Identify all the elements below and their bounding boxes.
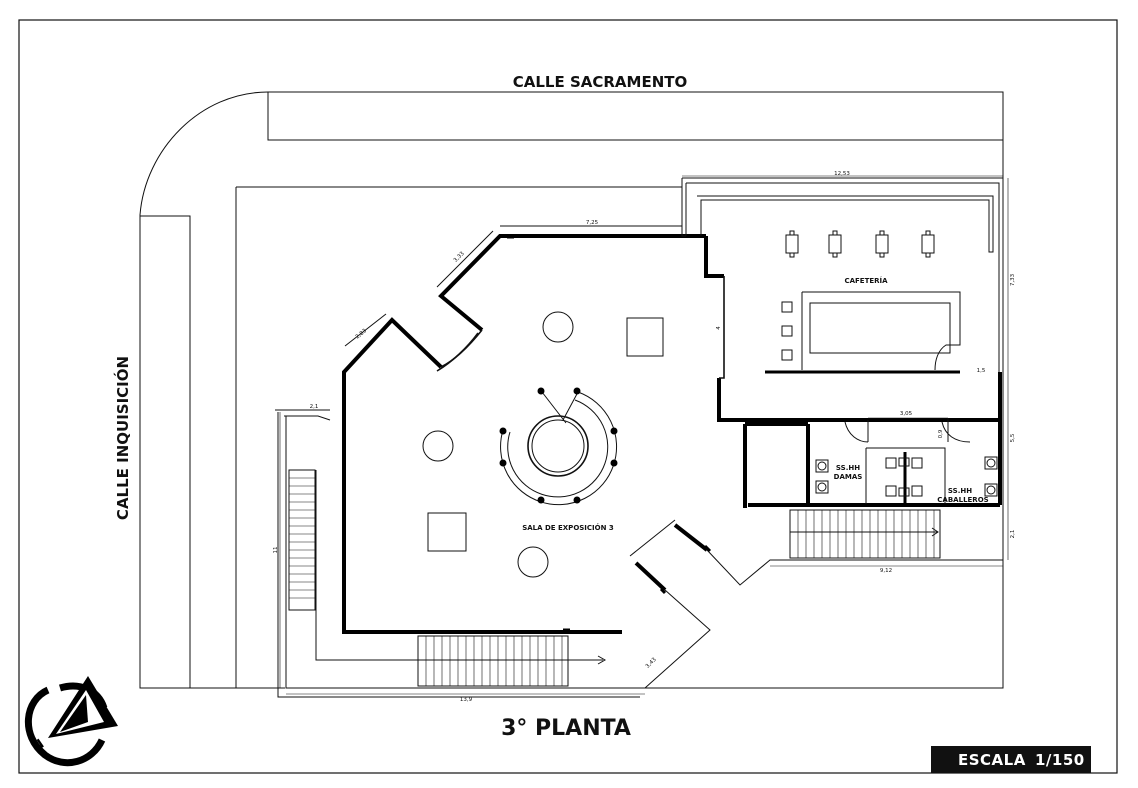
room-label-men-1: SS.HH bbox=[948, 487, 972, 495]
dim-right-upper: 7,33 bbox=[1010, 273, 1016, 286]
dim-inner-wall: 4 bbox=[716, 326, 722, 330]
dim-right-mid: 5,5 bbox=[1010, 433, 1016, 442]
dim-door-small: 0,9 bbox=[938, 429, 944, 438]
dimension-lines bbox=[279, 175, 1009, 695]
room-label-women-2: DAMAS bbox=[834, 473, 863, 481]
site-outline bbox=[139, 91, 1004, 689]
street-label-west: CALLE INQUISICIÓN bbox=[113, 356, 132, 520]
dim-diag-bottom: 3,43 bbox=[645, 656, 658, 669]
stair-west bbox=[288, 469, 607, 665]
stair-east bbox=[789, 509, 941, 559]
dim-top-total: 12,53 bbox=[834, 171, 850, 177]
exhibition-elements bbox=[422, 235, 712, 632]
dim-corridor: 3,05 bbox=[900, 411, 913, 417]
room-label-exhibition: SALA DE EXPOSICIÓN 3 bbox=[522, 523, 614, 532]
cafeteria-furniture bbox=[765, 230, 961, 374]
compass-rose-icon bbox=[25, 676, 118, 767]
room-label-men-2: CABALLEROS bbox=[937, 496, 988, 504]
scale-badge: ESCALA 1/150 bbox=[931, 746, 1091, 773]
dim-counter: 1,5 bbox=[977, 368, 986, 374]
street-label-north: CALLE SACRAMENTO bbox=[513, 73, 688, 91]
dim-sala-top: 7,25 bbox=[586, 220, 599, 226]
dim-bottom-total: 13,9 bbox=[460, 697, 473, 703]
exhibition-hall-walls bbox=[342, 234, 1003, 689]
dim-right-lower: 2,1 bbox=[1010, 530, 1016, 539]
dim-diag-upper: 3,33 bbox=[453, 250, 466, 263]
stair-south bbox=[417, 635, 569, 687]
dim-bottom-right: 9,12 bbox=[880, 568, 892, 574]
scale-value: 1/150 bbox=[1035, 751, 1085, 769]
building-edge bbox=[275, 177, 1004, 698]
dim-stair-top: 2,1 bbox=[310, 404, 319, 410]
sheet-border bbox=[18, 19, 1118, 774]
dim-left-height: 11 bbox=[273, 547, 279, 554]
floor-title: 3° PLANTA bbox=[501, 716, 631, 741]
room-label-cafeteria: CAFETERÍA bbox=[844, 276, 888, 285]
room-label-women-1: SS.HH bbox=[836, 464, 860, 472]
scale-label: ESCALA bbox=[958, 751, 1026, 769]
